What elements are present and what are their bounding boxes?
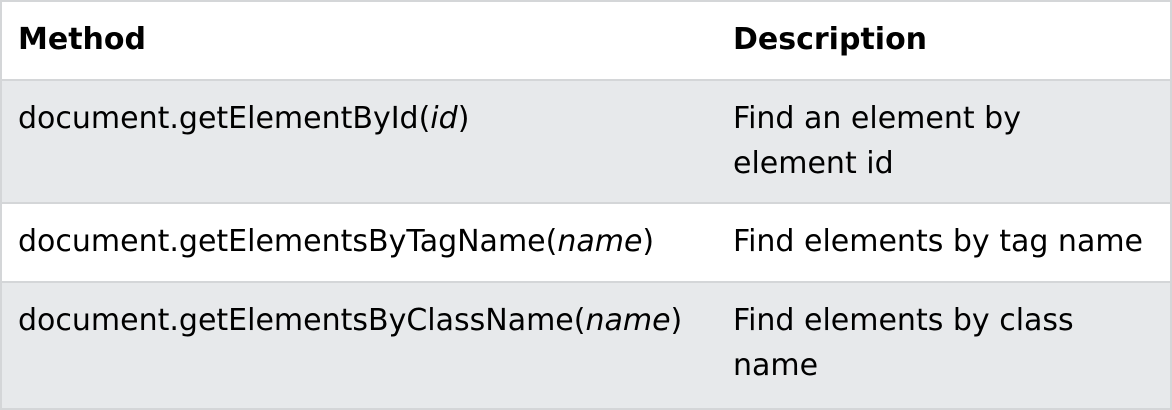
method-param: name xyxy=(585,303,671,339)
method-name: document.getElementsByTagName(name) xyxy=(18,224,654,259)
description-cell: Find an element by element id xyxy=(717,79,1171,203)
method-param: id xyxy=(430,101,458,136)
table-row: document.getElementsByClassName(name) Fi… xyxy=(1,281,1171,409)
method-close-paren: ) xyxy=(670,303,683,339)
method-cell: document.getElementsByTagName(name) xyxy=(1,201,717,283)
header-row: Method Description xyxy=(1,0,1171,80)
method-cell: document.getElementById(id) xyxy=(1,79,717,203)
method-close-paren: ) xyxy=(457,101,470,136)
description-cell: Find elements by tag name xyxy=(717,201,1171,283)
table-row: document.getElementsByTagName(name) Find… xyxy=(1,201,1171,283)
method-param: name xyxy=(557,223,643,259)
description-column-header: Description xyxy=(717,0,1171,80)
method-name-text: document.getElementsByClassName( xyxy=(18,303,586,339)
method-name-text: document.getElementsByTagName( xyxy=(18,223,558,259)
method-cell: document.getElementsByClassName(name) xyxy=(1,281,717,409)
method-name-text: document.getElementById( xyxy=(18,101,431,136)
method-close-paren: ) xyxy=(642,223,655,259)
method-name: document.getElementById(id) xyxy=(18,101,469,136)
description-cell: Find elements by class name xyxy=(717,281,1171,409)
method-name: document.getElementsByClassName(name) xyxy=(18,303,682,338)
table-row: document.getElementById(id) Find an elem… xyxy=(1,79,1171,203)
method-column-header: Method xyxy=(1,0,717,80)
